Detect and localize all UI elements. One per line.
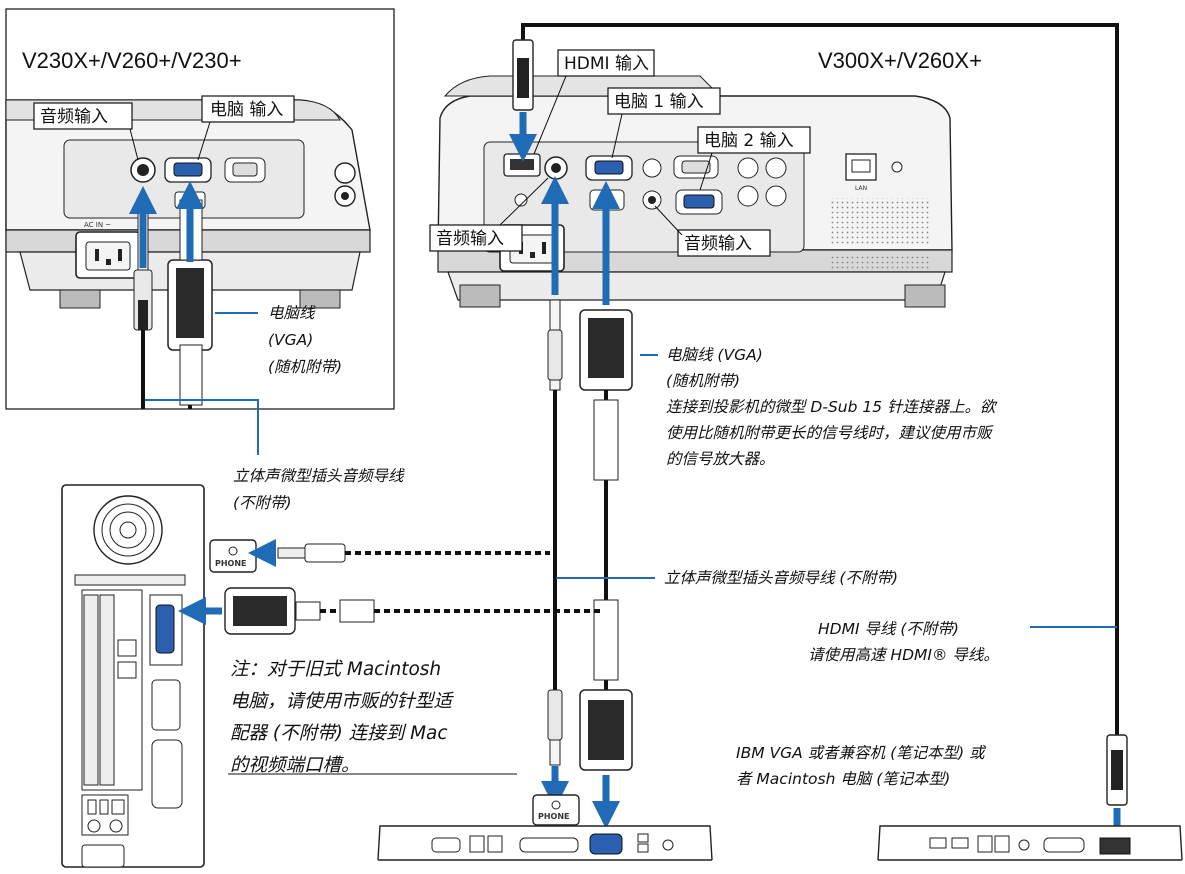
left-audio-in-label: 音频输入 xyxy=(40,107,108,127)
computer2-in-label: 电脑 2 输入 xyxy=(704,131,794,151)
right-audio-cable xyxy=(547,299,563,766)
desktop-pc xyxy=(61,484,205,868)
right-model-title: V300X+/V260X+ xyxy=(818,48,982,73)
left-computer-in-box xyxy=(201,95,295,123)
left-audio-callout-line xyxy=(145,399,259,455)
laptop-phone-jack: PHONE xyxy=(532,794,580,826)
left-projector: AC IN ~ xyxy=(5,99,371,309)
desktop-phone-jack: PHONE xyxy=(209,539,257,573)
laptop-caption: IBM VGA 或者兼容机 (笔记本型) 或 者 Macintosh 电脑 (笔… xyxy=(736,744,990,788)
hdmi-in-box xyxy=(557,49,655,77)
laptop-left xyxy=(377,825,713,861)
computer1-in-label: 电脑 1 输入 xyxy=(614,92,704,112)
svg-text:PHONE: PHONE xyxy=(215,559,247,568)
left-computer-in-label: 电脑 输入 xyxy=(210,100,283,120)
right-audio-in-label-1: 音频输入 xyxy=(436,229,504,249)
right-audio-in-box-2 xyxy=(677,229,771,257)
laptop-right xyxy=(877,825,1183,861)
left-model-title: V230X+/V260+/V230+ xyxy=(22,48,242,73)
right-vga-callout: 电脑线 (VGA) (随机附带) 连接到投影机的微型 D-Sub 15 针连接器… xyxy=(666,346,1000,468)
right-audio-in-label-2: 音频输入 xyxy=(684,234,752,254)
hdmi-in-label: HDMI 输入 xyxy=(564,54,649,74)
desktop-vga-cable xyxy=(224,587,604,635)
desktop-audio-cable xyxy=(277,543,550,563)
left-audio-callout: 立体声微型插头音频导线 (不附带) xyxy=(233,467,408,512)
computer1-in-box xyxy=(607,87,721,115)
svg-text:PHONE: PHONE xyxy=(538,812,570,821)
left-ac-in-label: AC IN ~ xyxy=(84,221,111,229)
right-audio-callout: 立体声微型插头音频导线 (不附带) xyxy=(664,569,898,587)
right-projector: LAN xyxy=(437,75,953,308)
right-audio-in-box-1 xyxy=(429,224,523,252)
hdmi-callout: HDMI 导线 (不附带) 请使用高速 HDMI® 导线。 xyxy=(808,620,999,664)
lan-label: LAN xyxy=(855,185,867,192)
mac-note: 注：对于旧式 Macintosh 电脑，请使用市贩的针型适 配器 (不附带) 连… xyxy=(230,659,458,776)
hdmi-cable xyxy=(512,23,1128,806)
computer2-in-box xyxy=(697,126,811,154)
right-vga-cable xyxy=(579,309,633,771)
left-audio-in-box xyxy=(33,102,133,130)
left-vga-callout: 电脑线 (VGA) (随机附带) xyxy=(268,304,342,376)
